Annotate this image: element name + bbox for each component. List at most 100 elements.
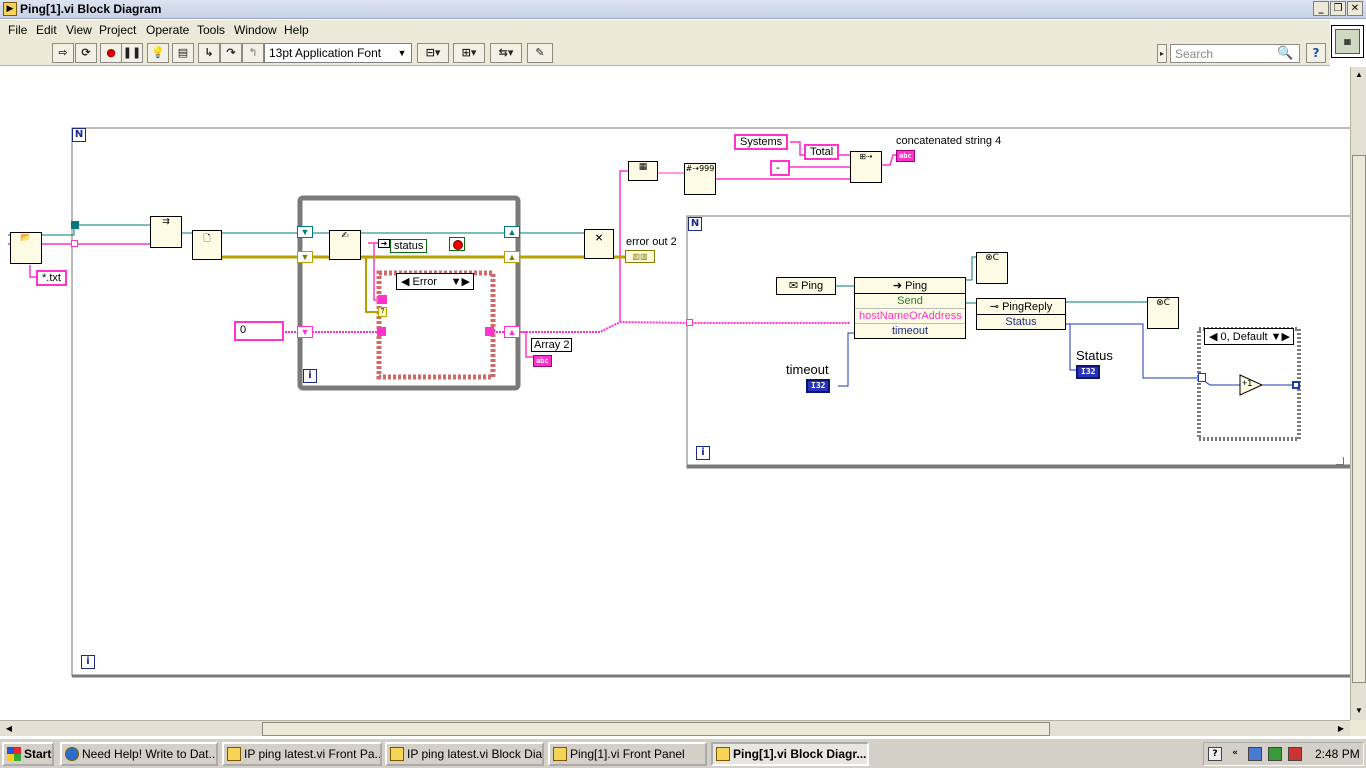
clock: 2:48 PM (1315, 747, 1360, 761)
menu-tools[interactable]: Tools (197, 23, 226, 37)
case-dropdown-icon[interactable]: ▼▶ (450, 276, 470, 288)
default-case-dropdown-icon[interactable]: ▼▶ (1270, 331, 1290, 343)
array-to-spreadsheet-icon[interactable]: ▦ (628, 161, 658, 181)
status-unbundle-label: status (390, 239, 428, 253)
ping-invoke-node[interactable]: ➜ Ping Send hostNameOrAddress timeout (854, 277, 966, 339)
horizontal-scroll-thumb[interactable] (262, 722, 1050, 736)
close-reference-icon-2[interactable]: ⊗C (1147, 297, 1179, 329)
taskbar-item-ip-front-panel[interactable]: IP ping latest.vi Front Pa... (222, 742, 382, 766)
taskbar-item-ip-block-diagram[interactable]: IP ping latest.vi Block Dia... (385, 742, 544, 766)
search-input[interactable]: Search (1170, 44, 1300, 63)
retain-wire-values-icon[interactable]: ▤ (172, 43, 194, 63)
network-tray-icon[interactable] (1248, 747, 1262, 761)
block-diagram-canvas[interactable]: ▼ ▲ ▼ ▲ ▼ ▲ 📂 *.txt ⇉ 🗋 ✍ ➜ status ◀ Err… (0, 67, 1350, 720)
ping-node-title: ➜ Ping (855, 278, 965, 294)
scroll-left-icon[interactable]: ◀ (5, 724, 13, 733)
error-case-selector[interactable]: ◀ Error ▼▶ (396, 273, 474, 290)
context-help-button[interactable]: ? (1306, 43, 1326, 63)
taskbar-item-ping-block-diagram[interactable]: Ping[1].vi Block Diagr... (711, 742, 869, 766)
restore-button[interactable]: ❐ (1330, 1, 1346, 16)
minimize-button[interactable]: _ (1313, 1, 1329, 16)
close-button[interactable]: ✕ (1347, 1, 1363, 16)
case-prev-icon[interactable]: ◀ (401, 276, 410, 288)
shift-register-ref-right: ▲ (504, 226, 520, 238)
tray-expand-icon[interactable]: « (1232, 748, 1238, 758)
loop-resize-handle[interactable] (1336, 457, 1344, 465)
taskbar: Start Need Help! Write to Dat... IP ping… (0, 738, 1366, 768)
timeout-row[interactable]: timeout (891, 325, 929, 337)
open-file-icon[interactable]: 🗋 (192, 230, 222, 260)
distribute-objects-icon[interactable]: ⊞▾ (453, 43, 485, 63)
menu-operate[interactable]: Operate (146, 23, 190, 37)
default-case-prev-icon[interactable]: ◀ (1209, 331, 1218, 343)
reorder-icon[interactable]: ⇆▾ (490, 43, 522, 63)
systems-constant[interactable]: Systems (734, 134, 789, 150)
total-constant[interactable]: Total (804, 144, 840, 160)
format-string-icon[interactable]: #⇢999 (684, 163, 716, 195)
scroll-up-icon[interactable]: ▲ (1355, 70, 1363, 79)
step-into-icon[interactable]: ↳ (198, 43, 220, 63)
vertical-scrollbar[interactable]: ▲ ▼ (1350, 67, 1366, 720)
write-file-icon[interactable]: ✍ (329, 230, 361, 260)
search-expand-icon[interactable]: ▸ (1157, 44, 1167, 63)
timeout-control[interactable]: I32 (806, 379, 831, 393)
cleanup-diagram-icon[interactable]: ✎ (527, 43, 553, 63)
search-icon[interactable]: 🔍 (1277, 46, 1294, 61)
taskbar-item-label: IP ping latest.vi Block Dia... (407, 747, 544, 761)
run-continuously-icon[interactable]: ⟳ (75, 43, 97, 63)
taskbar-item-label: Ping[1].vi Block Diagr... (733, 747, 867, 761)
stop-condition-icon[interactable] (449, 237, 465, 251)
error-out-indicator[interactable]: ▥▥ (625, 250, 655, 263)
help-tray-icon[interactable]: ? (1208, 747, 1222, 761)
menu-project[interactable]: Project (99, 23, 137, 37)
abort-icon[interactable]: ● (100, 43, 122, 63)
scroll-down-icon[interactable]: ▼ (1355, 706, 1363, 715)
file-dialog-icon[interactable]: 📂 (10, 232, 42, 264)
status-property-row[interactable]: Status (1005, 316, 1037, 328)
vi-connector-icon[interactable]: ▦ (1331, 25, 1364, 58)
network-status-tray-icon[interactable] (1268, 747, 1282, 761)
build-path-icon[interactable]: ⇉ (150, 216, 182, 248)
default-case-selector[interactable]: ◀ 0, Default ▼▶ (1204, 328, 1294, 345)
browser-icon (65, 747, 79, 761)
menu-edit[interactable]: Edit (36, 23, 57, 37)
timeout-label: timeout (786, 362, 829, 377)
numeric-array-constant[interactable]: 0 (234, 321, 284, 341)
taskbar-item-ping-front-panel[interactable]: Ping[1].vi Front Panel (548, 742, 707, 766)
string-tunnel (71, 240, 78, 247)
menu-help[interactable]: Help (284, 23, 309, 37)
dash-constant[interactable]: - (770, 160, 790, 176)
pause-icon[interactable]: ❚❚ (121, 43, 143, 63)
taskbar-item-browser[interactable]: Need Help! Write to Dat... (60, 742, 218, 766)
send-method-row[interactable]: Send (855, 294, 965, 309)
menu-window[interactable]: Window (234, 23, 277, 37)
menu-view[interactable]: View (66, 23, 92, 37)
security-tray-icon[interactable] (1288, 747, 1302, 761)
start-button[interactable]: Start (2, 742, 54, 766)
host-name-row[interactable]: hostNameOrAddress (855, 309, 965, 324)
file-pattern-constant[interactable]: *.txt (36, 270, 67, 286)
ping-constructor[interactable]: ✉ Ping (776, 277, 836, 295)
title-bar: ▶ Ping[1].vi Block Diagram _ ❐ ✕ (0, 0, 1366, 19)
highlight-execution-icon[interactable]: 💡 (147, 43, 169, 63)
concatenated-string-indicator[interactable]: abc (896, 150, 915, 162)
ping-reply-property-node[interactable]: ⊸ PingReply Status (976, 298, 1066, 330)
horizontal-scrollbar[interactable]: ◀ ▶ (0, 720, 1350, 736)
step-over-icon[interactable]: ↷ (220, 43, 242, 63)
font-select[interactable]: 13pt Application Font ▼ (264, 43, 412, 63)
close-file-icon[interactable]: 🗙 (584, 229, 614, 259)
labview-icon (716, 747, 730, 761)
align-objects-icon[interactable]: ⊟▾ (417, 43, 449, 63)
scroll-right-icon[interactable]: ▶ (1337, 724, 1345, 733)
close-reference-icon[interactable]: ⊗C (976, 252, 1008, 284)
array-indicator[interactable]: abc (533, 355, 552, 367)
concatenate-strings-icon[interactable]: ⊞⇢ (850, 151, 882, 183)
status-indicator[interactable]: I32 (1076, 365, 1101, 379)
vertical-scroll-thumb[interactable] (1352, 155, 1366, 683)
step-out-icon[interactable]: ↰ (242, 43, 264, 63)
case-selector-terminal (1198, 373, 1206, 382)
run-icon[interactable]: ⇨ (52, 43, 74, 63)
menu-file[interactable]: File (8, 23, 28, 37)
numeric-array-value: 0 (240, 324, 247, 336)
